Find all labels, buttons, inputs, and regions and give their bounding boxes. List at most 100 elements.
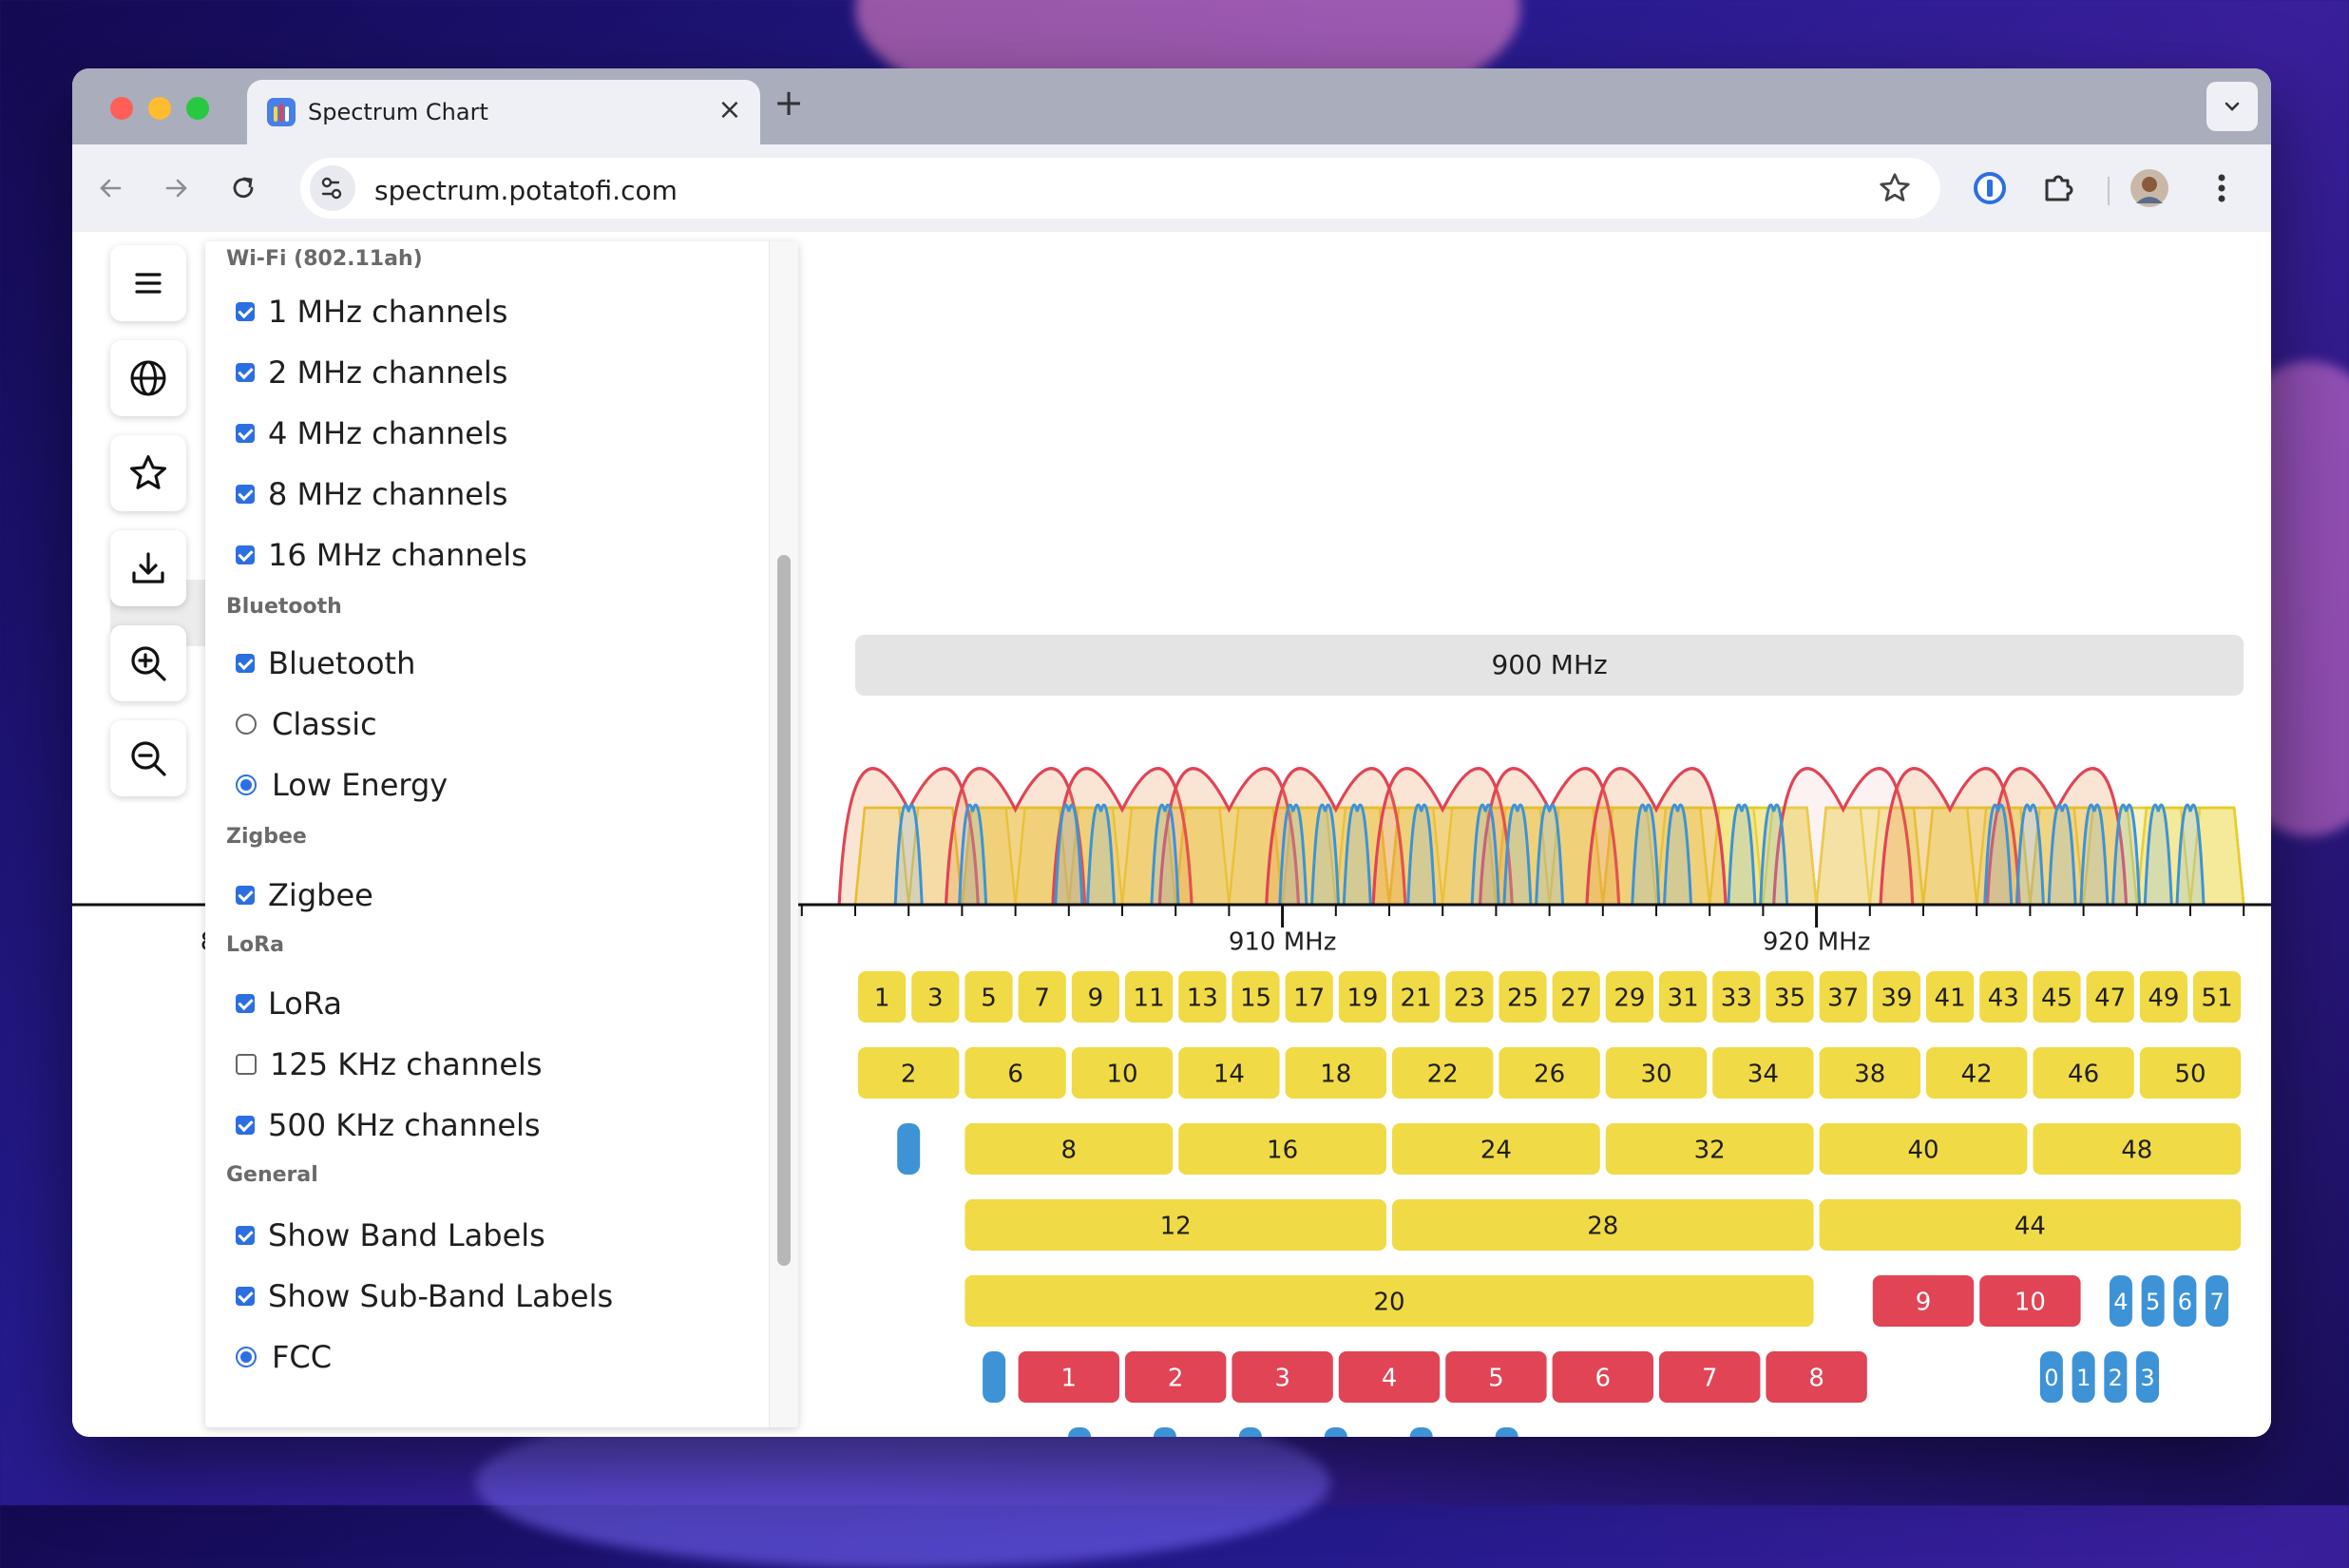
wifi-1mhz-channel[interactable] — [1552, 971, 1600, 1023]
checkbox-option[interactable]: 4 MHz channels — [236, 414, 507, 452]
wifi-2mhz-channel[interactable] — [1819, 1047, 1920, 1099]
menu-button[interactable] — [110, 245, 186, 321]
checkbox-checked[interactable] — [236, 994, 255, 1013]
new-tab-icon[interactable]: + — [773, 82, 804, 124]
zigbee-channel[interactable] — [2136, 1351, 2160, 1403]
checkbox-option[interactable]: 2 MHz channels — [236, 354, 507, 392]
zigbee-channel[interactable] — [2039, 1351, 2063, 1403]
checkbox-checked[interactable] — [236, 886, 255, 905]
lora-500khz-channel[interactable] — [1552, 1351, 1653, 1403]
region-button[interactable] — [110, 340, 186, 416]
wifi-1mhz-channel[interactable] — [2086, 971, 2134, 1023]
wifi-16mhz-channel[interactable] — [964, 1275, 1814, 1327]
zigbee-channel[interactable] — [2109, 1275, 2132, 1327]
wifi-2mhz-channel[interactable] — [964, 1047, 1066, 1099]
wifi-2mhz-channel[interactable] — [1392, 1047, 1494, 1099]
password-manager-extension[interactable] — [1967, 165, 2013, 211]
wifi-8mhz-channel[interactable] — [1819, 1199, 2242, 1251]
minimize-window-button[interactable] — [148, 97, 171, 120]
wifi-8mhz-channel[interactable] — [964, 1199, 1386, 1251]
checkbox-checked[interactable] — [236, 545, 255, 564]
checkbox-option[interactable]: Bluetooth — [236, 644, 415, 682]
browser-menu-button[interactable] — [2199, 165, 2244, 211]
address-bar[interactable]: spectrum.potatofi.com — [300, 158, 1940, 219]
wifi-1mhz-channel[interactable] — [2139, 971, 2187, 1023]
wifi-2mhz-channel[interactable] — [1071, 1047, 1174, 1099]
checkbox-checked[interactable] — [236, 363, 255, 382]
wifi-1mhz-channel[interactable] — [1766, 971, 1814, 1023]
zigbee-channel[interactable] — [2173, 1275, 2197, 1327]
browser-tab[interactable]: Spectrum Chart × — [247, 80, 760, 144]
checkbox-checked[interactable] — [236, 302, 255, 321]
zigbee-channel[interactable] — [2206, 1275, 2229, 1327]
profile-avatar[interactable] — [2127, 165, 2172, 211]
wifi-1mhz-channel[interactable] — [1338, 971, 1386, 1023]
lora-500khz-channel[interactable] — [1872, 1275, 1975, 1327]
wifi-1mhz-channel[interactable] — [1605, 971, 1653, 1023]
zigbee-channel[interactable] — [1324, 1427, 1347, 1437]
lora-500khz-channel[interactable] — [1018, 1351, 1119, 1403]
zigbee-channel[interactable] — [1238, 1427, 1262, 1437]
favorites-button[interactable] — [110, 435, 186, 511]
zigbee-channel[interactable] — [1068, 1427, 1092, 1437]
download-button[interactable] — [110, 530, 186, 606]
radio-selected[interactable] — [236, 1347, 257, 1367]
lora-500khz-channel[interactable] — [1979, 1275, 2081, 1327]
close-tab-icon[interactable]: × — [717, 93, 742, 126]
panel-scrollbar-thumb[interactable] — [777, 555, 791, 1266]
tab-search-button[interactable] — [2206, 82, 2258, 131]
wifi-4mhz-channel[interactable] — [1819, 1123, 2028, 1175]
wifi-1mhz-channel[interactable] — [1499, 971, 1547, 1023]
wifi-1mhz-channel[interactable] — [1872, 971, 1920, 1023]
zigbee-channel[interactable] — [2104, 1351, 2128, 1403]
maximize-window-button[interactable] — [186, 97, 209, 120]
close-window-button[interactable] — [110, 97, 133, 120]
wifi-1mhz-channel[interactable] — [1285, 971, 1333, 1023]
zigbee-channel[interactable] — [1409, 1427, 1433, 1437]
wifi-1mhz-channel[interactable] — [1125, 971, 1174, 1023]
wifi-1mhz-channel[interactable] — [1445, 971, 1494, 1023]
zigbee-channel[interactable] — [897, 1123, 921, 1175]
wifi-4mhz-channel[interactable] — [2033, 1123, 2242, 1175]
checkbox-option[interactable]: 125 KHz channels — [236, 1045, 543, 1083]
checkbox-option[interactable]: 500 KHz channels — [236, 1106, 541, 1144]
lora-500khz-channel[interactable] — [1125, 1351, 1227, 1403]
lora-500khz-channel[interactable] — [1659, 1351, 1761, 1403]
back-button[interactable] — [87, 165, 133, 211]
lora-500khz-channel[interactable] — [1338, 1351, 1441, 1403]
checkbox-option[interactable]: Show Band Labels — [236, 1216, 545, 1254]
radio-option[interactable]: Classic — [236, 705, 377, 743]
zigbee-channel[interactable] — [2072, 1351, 2095, 1403]
checkbox-option[interactable]: Zigbee — [236, 876, 373, 914]
wifi-1mhz-channel[interactable] — [1018, 971, 1066, 1023]
checkbox-checked[interactable] — [236, 1116, 255, 1135]
wifi-4mhz-channel[interactable] — [1605, 1123, 1814, 1175]
wifi-1mhz-channel[interactable] — [1659, 971, 1708, 1023]
zigbee-channel[interactable] — [1153, 1427, 1176, 1437]
wifi-1mhz-channel[interactable] — [2193, 971, 2242, 1023]
wifi-1mhz-channel[interactable] — [911, 971, 960, 1023]
checkbox-checked[interactable] — [236, 1226, 255, 1245]
wifi-2mhz-channel[interactable] — [1605, 1047, 1708, 1099]
wifi-2mhz-channel[interactable] — [2139, 1047, 2242, 1099]
zoom-in-button[interactable] — [110, 625, 186, 701]
wifi-1mhz-channel[interactable] — [858, 971, 907, 1023]
radio-unselected[interactable] — [236, 714, 257, 735]
checkbox-checked[interactable] — [236, 1287, 255, 1306]
checkbox-checked[interactable] — [236, 424, 255, 443]
lora-500khz-channel[interactable] — [1766, 1351, 1867, 1403]
reload-button[interactable] — [220, 165, 266, 211]
lora-500khz-channel[interactable] — [1445, 1351, 1547, 1403]
lora-500khz-channel[interactable] — [1232, 1351, 1333, 1403]
wifi-2mhz-channel[interactable] — [2033, 1047, 2134, 1099]
zoom-out-button[interactable] — [110, 720, 186, 796]
checkbox-unchecked[interactable] — [236, 1054, 257, 1075]
bookmark-star-icon[interactable] — [1878, 171, 1912, 205]
wifi-4mhz-channel[interactable] — [964, 1123, 1174, 1175]
wifi-1mhz-channel[interactable] — [1392, 971, 1441, 1023]
zigbee-channel[interactable] — [983, 1351, 1006, 1403]
checkbox-option[interactable]: 16 MHz channels — [236, 536, 527, 574]
wifi-8mhz-channel[interactable] — [1392, 1199, 1814, 1251]
wifi-1mhz-channel[interactable] — [1926, 971, 1975, 1023]
radio-option[interactable]: FCC — [236, 1338, 332, 1376]
